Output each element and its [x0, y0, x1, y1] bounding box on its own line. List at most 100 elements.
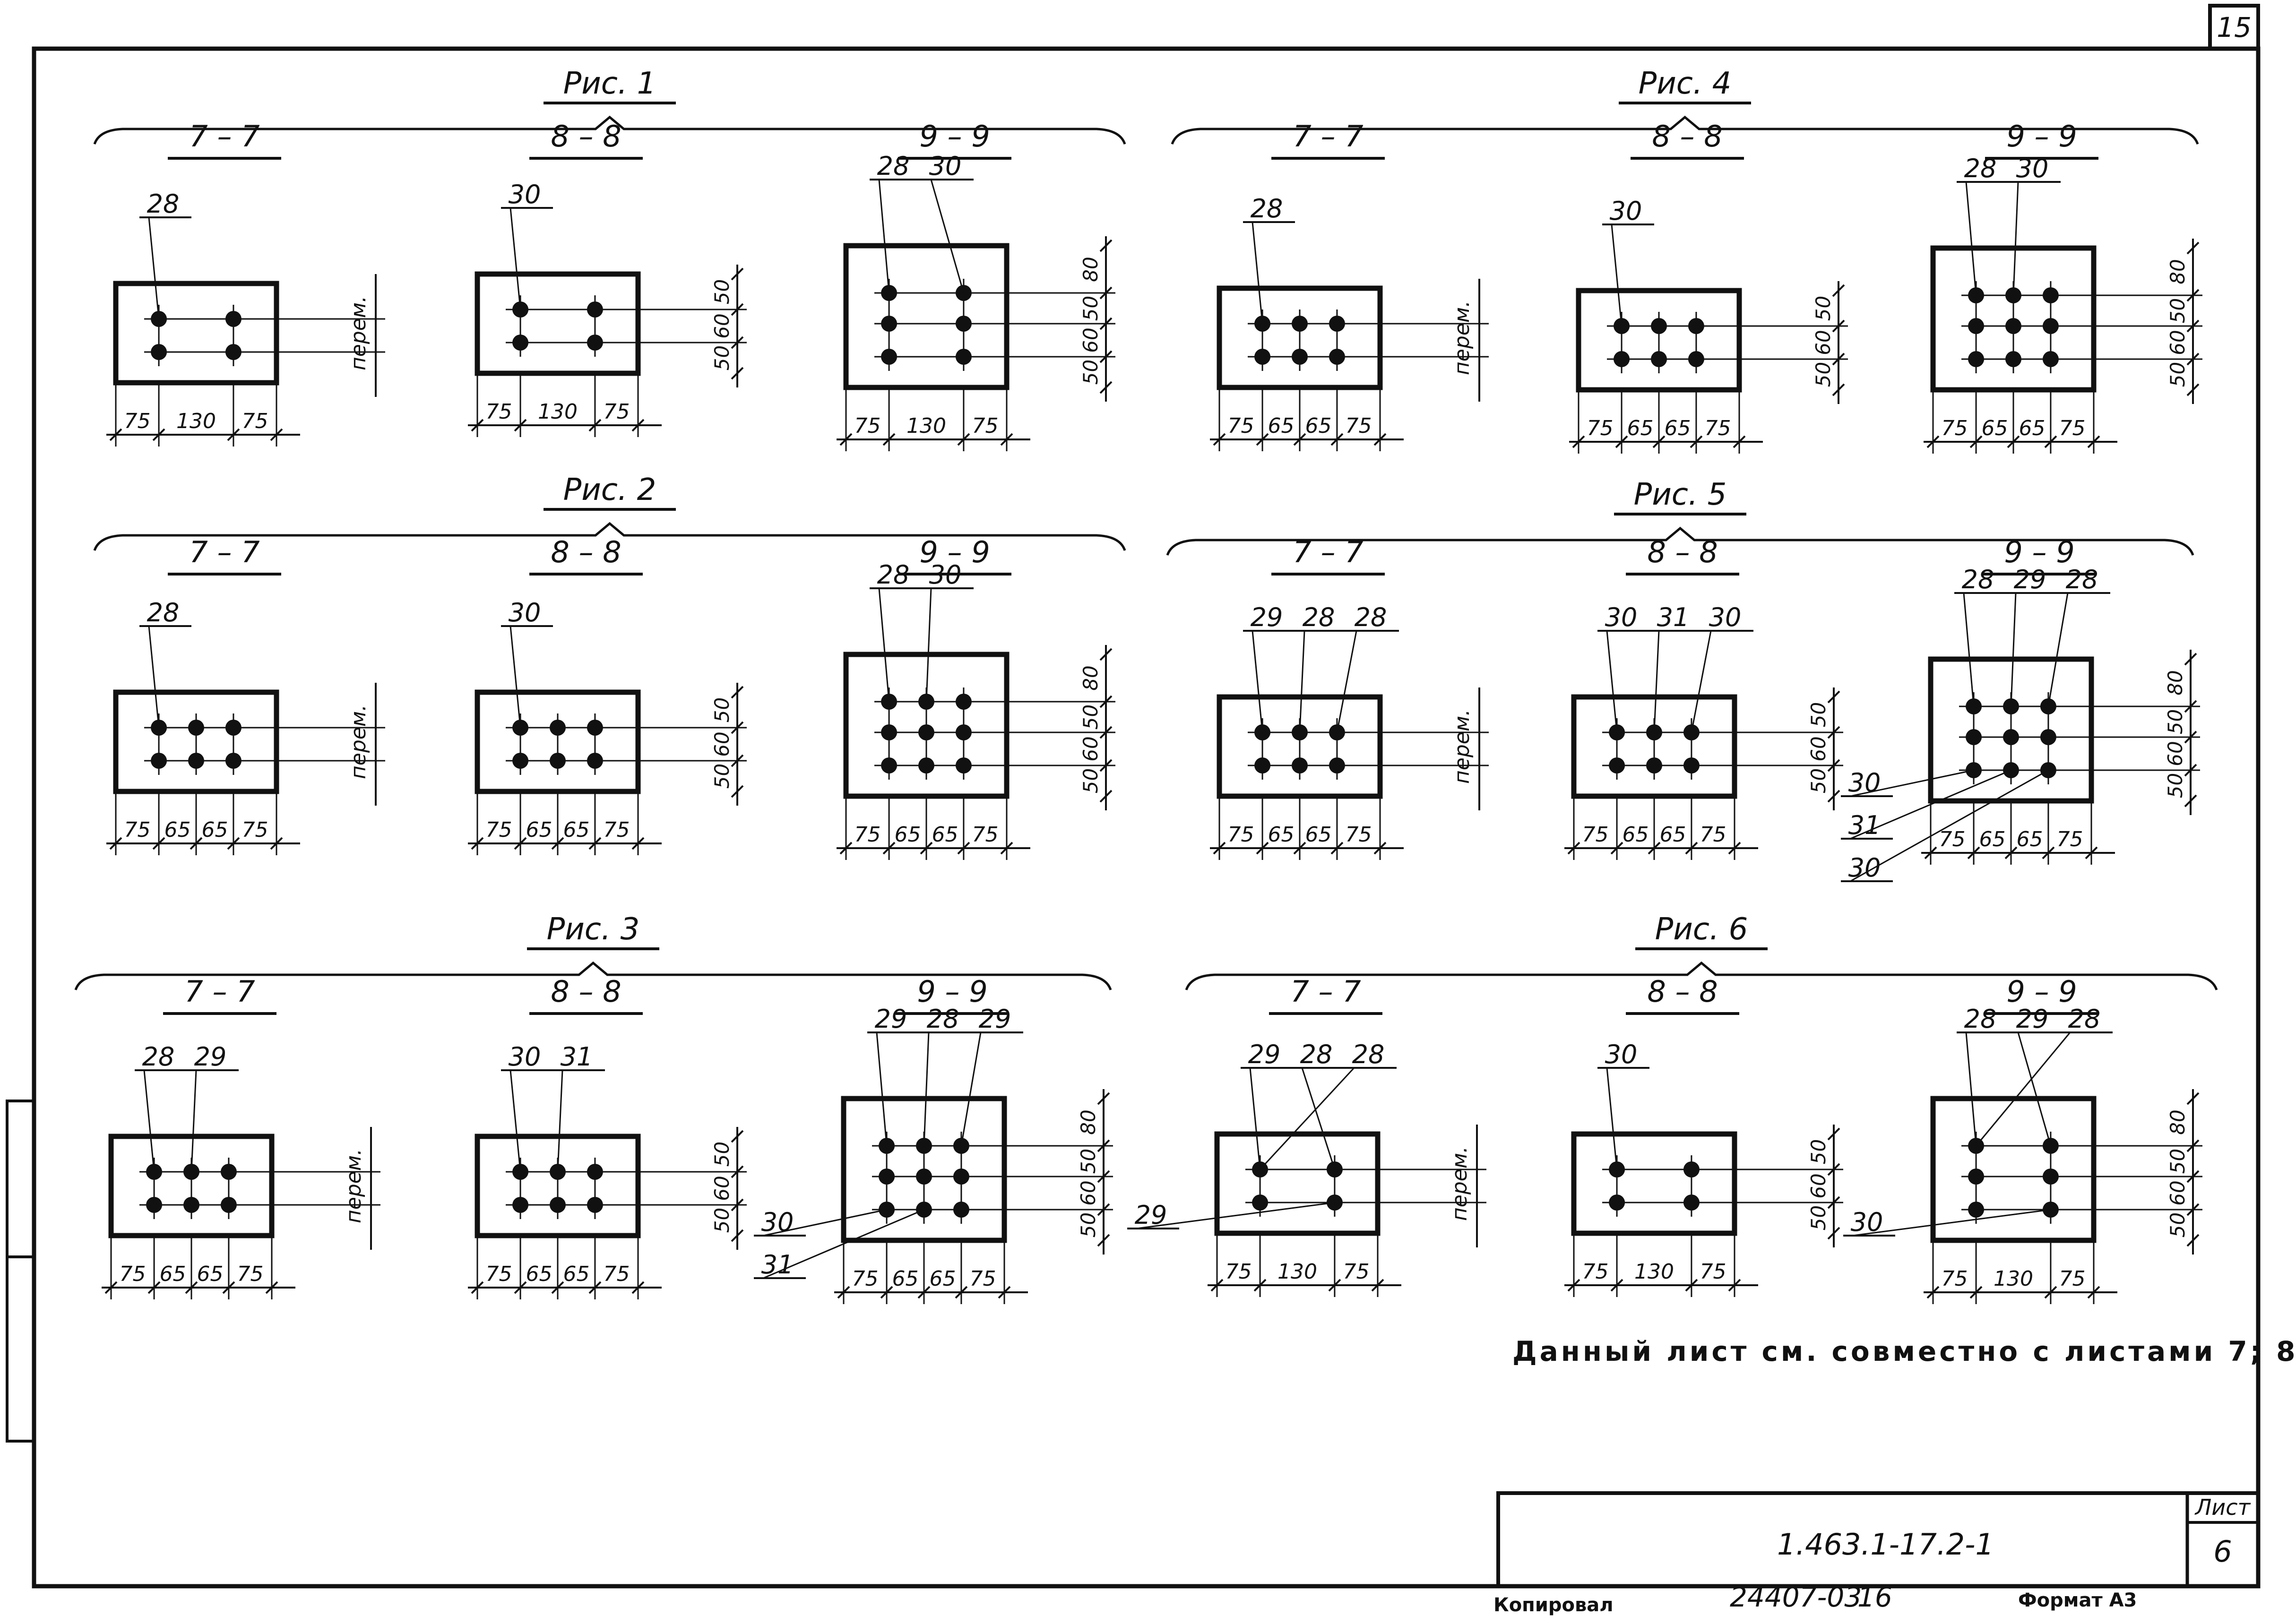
dimension-tick — [222, 1281, 235, 1294]
dimension-tick — [471, 1281, 484, 1294]
dimension-tick — [1099, 790, 1113, 803]
callout-number: 30 — [2016, 154, 2049, 183]
dimension-tick — [2044, 435, 2057, 448]
dimension-tick — [731, 303, 744, 316]
archive-number: 24407-03 — [1730, 1581, 1862, 1613]
leader-line — [960, 1032, 982, 1146]
dimension-tick — [1685, 1279, 1698, 1292]
dimension-value: 75 — [124, 409, 151, 433]
dimension-value: 75 — [237, 1262, 263, 1286]
dimension-tick — [147, 1281, 161, 1294]
dimension-tick — [2184, 764, 2197, 777]
leader-line — [1963, 593, 1975, 707]
dimension-tick — [1099, 317, 1113, 330]
figure-title: Рис. 5 — [1634, 477, 1727, 512]
callout-number: 28 — [1300, 1040, 1333, 1069]
dimension-tick — [731, 754, 744, 767]
section-label: 9 – 9 — [2006, 119, 2077, 154]
leader-line — [1252, 222, 1263, 324]
dimension-value: 75 — [1582, 1260, 1609, 1284]
dimension-value: 50 — [1079, 768, 1102, 793]
dimension-value: 50 — [1812, 296, 1835, 321]
dimension-tick — [731, 1165, 744, 1178]
dimension-value: 50 — [2164, 773, 2187, 798]
dimension-value: 65 — [932, 823, 958, 847]
dimension-tick — [265, 1281, 278, 1294]
leader-line — [1606, 630, 1618, 733]
dimension-tick — [1827, 1163, 1840, 1176]
dimension-value: 75 — [1345, 823, 1372, 847]
callout-number: 28 — [877, 560, 910, 590]
dimension-tick — [1652, 435, 1666, 448]
beam-section — [1930, 1096, 2097, 1243]
callout-number: 29 — [875, 1004, 907, 1034]
dimension-value: 130 — [176, 409, 216, 433]
dimension-tick — [1567, 1279, 1580, 1292]
dimension-value: 50 — [1807, 768, 1830, 793]
dimension-value: 75 — [1228, 823, 1254, 847]
dimension-value: 75 — [855, 823, 881, 847]
dimension-tick — [514, 837, 527, 850]
dimension-value: 50 — [710, 345, 734, 370]
dimension-tick — [1097, 1203, 1110, 1216]
dimension-tick — [731, 686, 744, 699]
dimension-value: 65 — [1664, 416, 1691, 440]
section-label: 7 – 7 — [1290, 974, 1361, 1009]
figure-title: Рис. 4 — [1639, 66, 1732, 101]
leader-line — [876, 1032, 888, 1146]
dimension-value: 65 — [160, 1262, 186, 1286]
dimension-tick — [1832, 319, 1845, 333]
dimension-tick — [1328, 1279, 1341, 1292]
dimension-tick — [1330, 433, 1344, 446]
dimension-value: 65 — [526, 818, 552, 842]
general-note: Данный лист см. совместно с листами 7; 8… — [1512, 1335, 2296, 1367]
dimension-value: 65 — [1982, 416, 2008, 440]
dimension-tick — [1293, 433, 1306, 446]
dimension-tick — [631, 1281, 645, 1294]
dimension-tick — [1099, 726, 1113, 739]
dimension-value: перем. — [346, 705, 371, 779]
dimension-tick — [1293, 842, 1306, 855]
dimension-tick — [1967, 846, 1980, 859]
callout-number: 28 — [2066, 565, 2098, 594]
dimension-value: перем. — [1450, 709, 1474, 784]
dimension-tick — [2007, 435, 2020, 448]
dimension-tick — [270, 428, 283, 441]
format-label: Формат А3 — [2018, 1590, 2137, 1611]
dimension-value: 50 — [2166, 362, 2189, 387]
beam-section — [843, 243, 1010, 390]
dimension-value: 75 — [1942, 416, 1968, 440]
callout-number: 30 — [929, 560, 962, 590]
figure-brace — [1166, 526, 2194, 556]
callout-number: 28 — [1303, 602, 1335, 632]
beam-section — [1214, 1131, 1381, 1236]
figure-brace — [1185, 961, 2218, 990]
callout-number: 28 — [1964, 154, 1997, 183]
dimension-value: 65 — [1268, 414, 1295, 438]
dimension-value: 65 — [1627, 416, 1654, 440]
dimension-tick — [1099, 759, 1113, 772]
dimension-tick — [152, 428, 165, 441]
sheet-border — [32, 46, 2261, 1589]
dimension-tick — [1373, 433, 1387, 446]
callout-number: 29 — [2016, 1004, 2049, 1034]
dimension-tick — [2186, 319, 2200, 333]
dimension-value: 65 — [201, 818, 228, 842]
dimension-tick — [837, 1286, 850, 1299]
dimension-tick — [631, 419, 645, 432]
dimension-tick — [190, 837, 203, 850]
dimension-tick — [1610, 1279, 1623, 1292]
dimension-tick — [2186, 1092, 2200, 1105]
dimension-tick — [1832, 284, 1845, 297]
dimension-tick — [1827, 1196, 1840, 1209]
dimension-tick — [1610, 842, 1623, 855]
dimension-tick — [955, 1286, 968, 1299]
binding-strip — [6, 1100, 35, 1443]
dimension-tick — [2044, 1286, 2057, 1299]
dimension-tick — [957, 433, 970, 446]
leader-line — [878, 588, 890, 702]
